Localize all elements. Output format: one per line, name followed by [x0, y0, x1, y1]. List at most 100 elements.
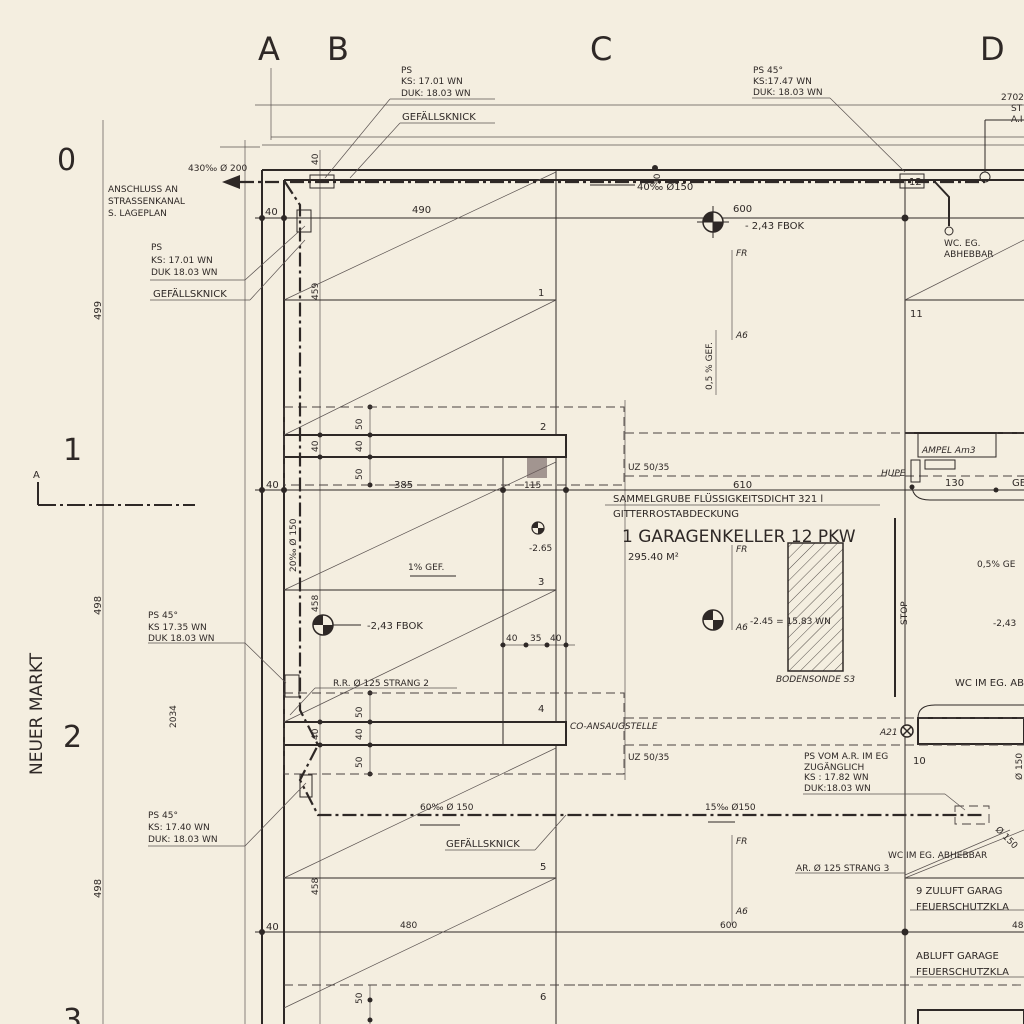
drawing-label: A6	[735, 623, 748, 633]
drawing-label: ZUGÄNGLICH	[804, 762, 864, 773]
dim-2034: 2034	[169, 705, 179, 728]
drawing-label: HUPE	[881, 469, 906, 479]
drawing-label: 480	[400, 921, 417, 931]
grid-col-a: A	[258, 30, 280, 68]
level-marker-icon	[312, 206, 914, 738]
drawing-label: CO-ANSAUGSTELLE	[570, 722, 658, 732]
drawing-label: 50	[355, 756, 365, 768]
grid-row-0: 0	[57, 143, 76, 178]
drawing-label: -2.65	[529, 544, 552, 554]
drawing-label: FR	[736, 545, 747, 555]
bay-11: 11	[910, 309, 923, 320]
bay-3: 3	[538, 577, 544, 588]
drawing-label: PS VOM A.R. IM EG	[804, 752, 888, 762]
drawing-label: 40	[550, 634, 562, 644]
drawing-label: -2,43 FBOK	[367, 621, 423, 632]
drawing-label: -2.45 = 15.83 WN	[750, 617, 831, 627]
drawing-label: 2702	[1001, 93, 1024, 103]
drawing-label: FR	[736, 837, 747, 847]
drawing-label: WC IM EG. AB	[955, 678, 1024, 689]
drawing-label: 40	[311, 440, 321, 452]
drawing-label: GEFÄLLSKNICK	[153, 287, 227, 300]
grid-row-3: 3	[63, 1003, 82, 1024]
drawing-label: 50	[355, 706, 365, 718]
drawing-label: 600	[733, 204, 752, 215]
ampel-box	[917, 432, 997, 458]
drawing-label: -2,43	[993, 619, 1016, 629]
drawing-label: - 2,43 FBOK	[745, 221, 805, 232]
drawing-label: 430‰ Ø 200	[188, 163, 248, 174]
drawing-label: GITTERROSTABDECKUNG	[613, 509, 739, 520]
outlet-arrow-icon	[222, 175, 240, 189]
drawing-label: 458	[311, 595, 321, 612]
bay-12: 12	[909, 177, 922, 188]
drawing-label: STOP	[900, 601, 910, 625]
drawing-label: 40	[355, 440, 365, 452]
drawing-label: PS 45°	[148, 611, 178, 621]
grid-col-b: B	[327, 30, 349, 68]
drawing-label: 610	[733, 480, 752, 491]
parking-bays	[283, 170, 1024, 1024]
dashed-outlines	[283, 406, 1024, 986]
drawing-label: 458	[311, 878, 321, 895]
room-area: 295.40 M²	[628, 552, 679, 563]
walls	[261, 169, 1024, 1024]
grid-row-2: 2	[63, 720, 82, 755]
drawing-label: UZ 50/35	[628, 463, 669, 473]
horn-icon	[910, 459, 921, 483]
grid-col-d: D	[980, 30, 1005, 68]
leader-lines	[148, 97, 1024, 978]
drawing-label: A6	[735, 331, 748, 341]
drawing-label: 40	[311, 153, 321, 165]
drawing-label: WC. EG.	[944, 239, 980, 249]
drawing-label: 40‰ Ø150	[637, 181, 693, 193]
street-name: NEUER MARKT	[27, 652, 47, 775]
grid-lines	[102, 68, 1024, 1024]
bay-5: 5	[540, 862, 546, 873]
drawing-label: GEFÄLLSKNICK	[402, 110, 476, 123]
drawing-label: 40	[311, 728, 321, 740]
drawing-label: KS 17.35 WN	[148, 623, 207, 633]
drawing-label: DUK:18.03 WN	[804, 784, 871, 794]
section-label: A	[33, 470, 40, 481]
drawing-label: PS	[401, 66, 412, 76]
bay-1: 1	[538, 288, 544, 299]
drawing-label: 15‰ Ø150	[705, 802, 756, 813]
ampel-lights-icon	[924, 459, 956, 470]
drawing-label: AMPEL Am3	[921, 446, 976, 456]
drawing-label: 130	[945, 478, 964, 489]
drawing-label: PS 45°	[753, 66, 783, 76]
drawing-label: DUK 18.03 WN	[151, 268, 218, 278]
drawing-label: KS: 17.01 WN	[151, 256, 213, 266]
drawing-label: DUK 18.03 WN	[148, 634, 215, 644]
grid-labels: A B C D 0 1 2 3 NEUER MARKT A 499 498 20…	[27, 30, 1005, 1024]
drawing-label: FEUERSCHUTZKLA	[916, 902, 1009, 913]
drawing-label: WC IM EG. ABHEBBAR	[888, 851, 987, 861]
drawing-label: 1% GEF.	[408, 563, 444, 573]
drawing-label: S. LAGEPLAN	[108, 209, 167, 219]
drawing-label: DUK: 18.03 WN	[753, 88, 823, 98]
drawing-label: 40	[266, 922, 279, 933]
drawing-label: 40	[266, 480, 279, 491]
drawing-label: A21	[879, 728, 898, 738]
drawing-label: FR	[736, 249, 747, 259]
drawing-label: 459	[311, 283, 321, 300]
drawing-label: 40	[265, 207, 278, 218]
drawing-label: ABHEBBAR	[944, 250, 994, 260]
drawing-label: 10	[653, 173, 663, 185]
drawing-label: 0,5 % GEF.	[705, 342, 715, 390]
drawing-label: Ø 150	[1014, 753, 1024, 780]
dim-499: 499	[93, 301, 104, 320]
drawing-label: 48	[1012, 921, 1024, 931]
dimension-labels: 40 40 490 459 40 50 40 50 40 385 115 458…	[265, 153, 737, 1004]
drawing-label: UZ 50/35	[628, 753, 669, 763]
bay-2: 2	[540, 422, 546, 433]
drawing-label: KS: 17.40 WN	[148, 823, 210, 833]
drawing-label: FEUERSCHUTZKLA	[916, 967, 1009, 978]
drawing-label: 50	[355, 468, 365, 480]
grid-col-c: C	[590, 30, 612, 68]
drawing-label: 40	[506, 634, 518, 644]
grid-row-1: 1	[63, 433, 82, 468]
